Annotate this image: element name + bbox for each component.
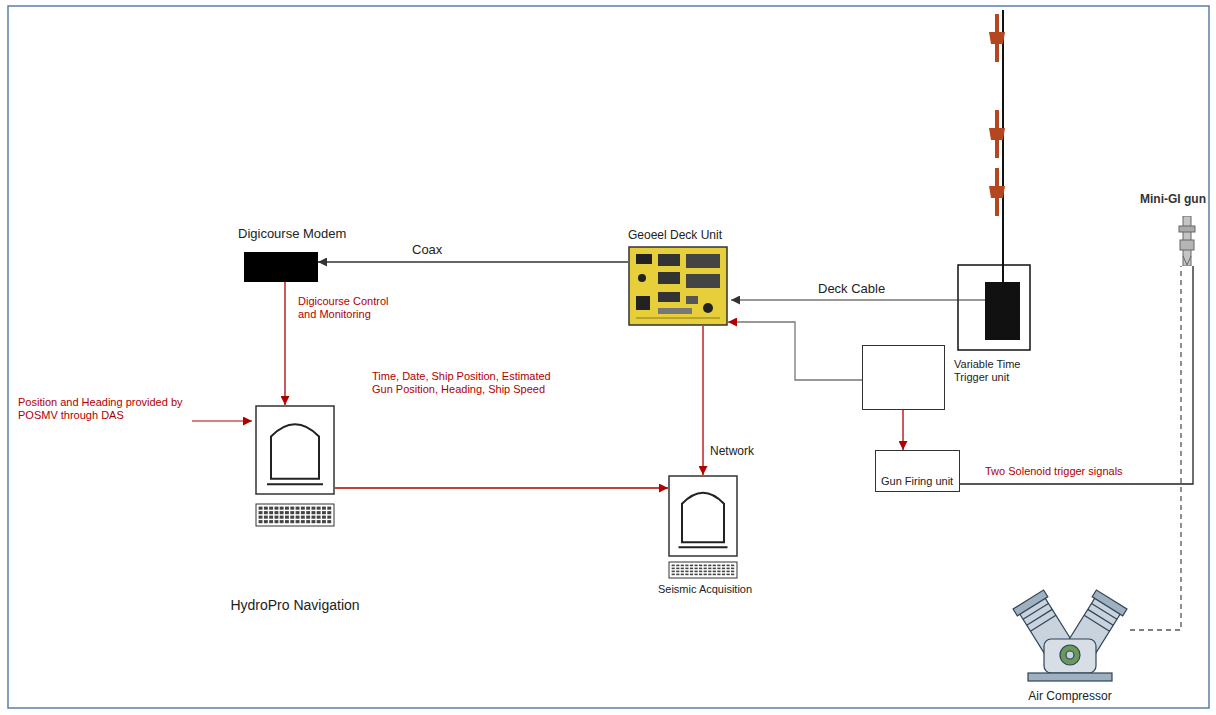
device-label: Gun Firing unit — [881, 475, 953, 488]
deck-unit-panel — [628, 246, 728, 326]
streamer-cable — [1002, 10, 1004, 282]
computer-node: HydroPro Navigation — [225, 405, 365, 620]
keyboard-icon — [255, 503, 335, 527]
note-label: Position and Heading provided by POSMV t… — [18, 396, 190, 422]
compressor-icon — [1010, 585, 1130, 685]
connector — [318, 261, 628, 262]
device-node: Digicourse Modem — [238, 226, 354, 284]
note-label: Deck Cable — [818, 281, 885, 297]
computer-label: Seismic Acquisition — [645, 583, 765, 596]
streamer-bird — [989, 14, 1005, 216]
position-feed-arrow — [192, 420, 252, 421]
gun-label: Mini-GI gun — [1140, 192, 1206, 206]
keyboard-icon — [668, 561, 738, 579]
page-frame — [8, 6, 1209, 708]
computer-node: Seismic Acquisition — [645, 475, 765, 600]
computer-label: HydroPro Navigation — [225, 597, 365, 614]
monitor-icon — [255, 405, 335, 495]
airgun-icon — [1175, 216, 1199, 266]
device-node: Air Compressor — [1000, 585, 1140, 710]
monitor-icon — [668, 475, 738, 557]
connector — [335, 487, 668, 488]
deck-cable — [731, 299, 985, 300]
device-label: Digicourse Modem — [238, 226, 346, 242]
device-node: Geoeel Deck Unit — [625, 228, 735, 328]
device-label: Variable Time Trigger unit — [954, 358, 1044, 384]
signal-label: Time, Date, Ship Position, Estimated Gun… — [372, 370, 557, 396]
signal-label: Coax — [412, 242, 442, 258]
device-node: Gun Firing unit — [875, 450, 960, 492]
signal-label: Digicourse Control and Monitoring — [298, 295, 408, 321]
signal-label: Network — [710, 444, 754, 458]
connector — [702, 326, 703, 475]
signal-label: Two Solenoid trigger signals — [985, 465, 1123, 478]
device-label: Air Compressor — [1000, 689, 1140, 703]
connector — [284, 282, 285, 405]
device-label: Geoeel Deck Unit — [628, 228, 722, 242]
connector — [902, 410, 903, 450]
device-node: Mini-GI gun — [1128, 192, 1206, 270]
device-node: Variable Time Trigger unit — [862, 345, 945, 410]
connector — [1130, 266, 1181, 630]
modem-box — [244, 252, 318, 282]
streamer-reel — [958, 265, 1030, 350]
connector — [728, 322, 862, 380]
